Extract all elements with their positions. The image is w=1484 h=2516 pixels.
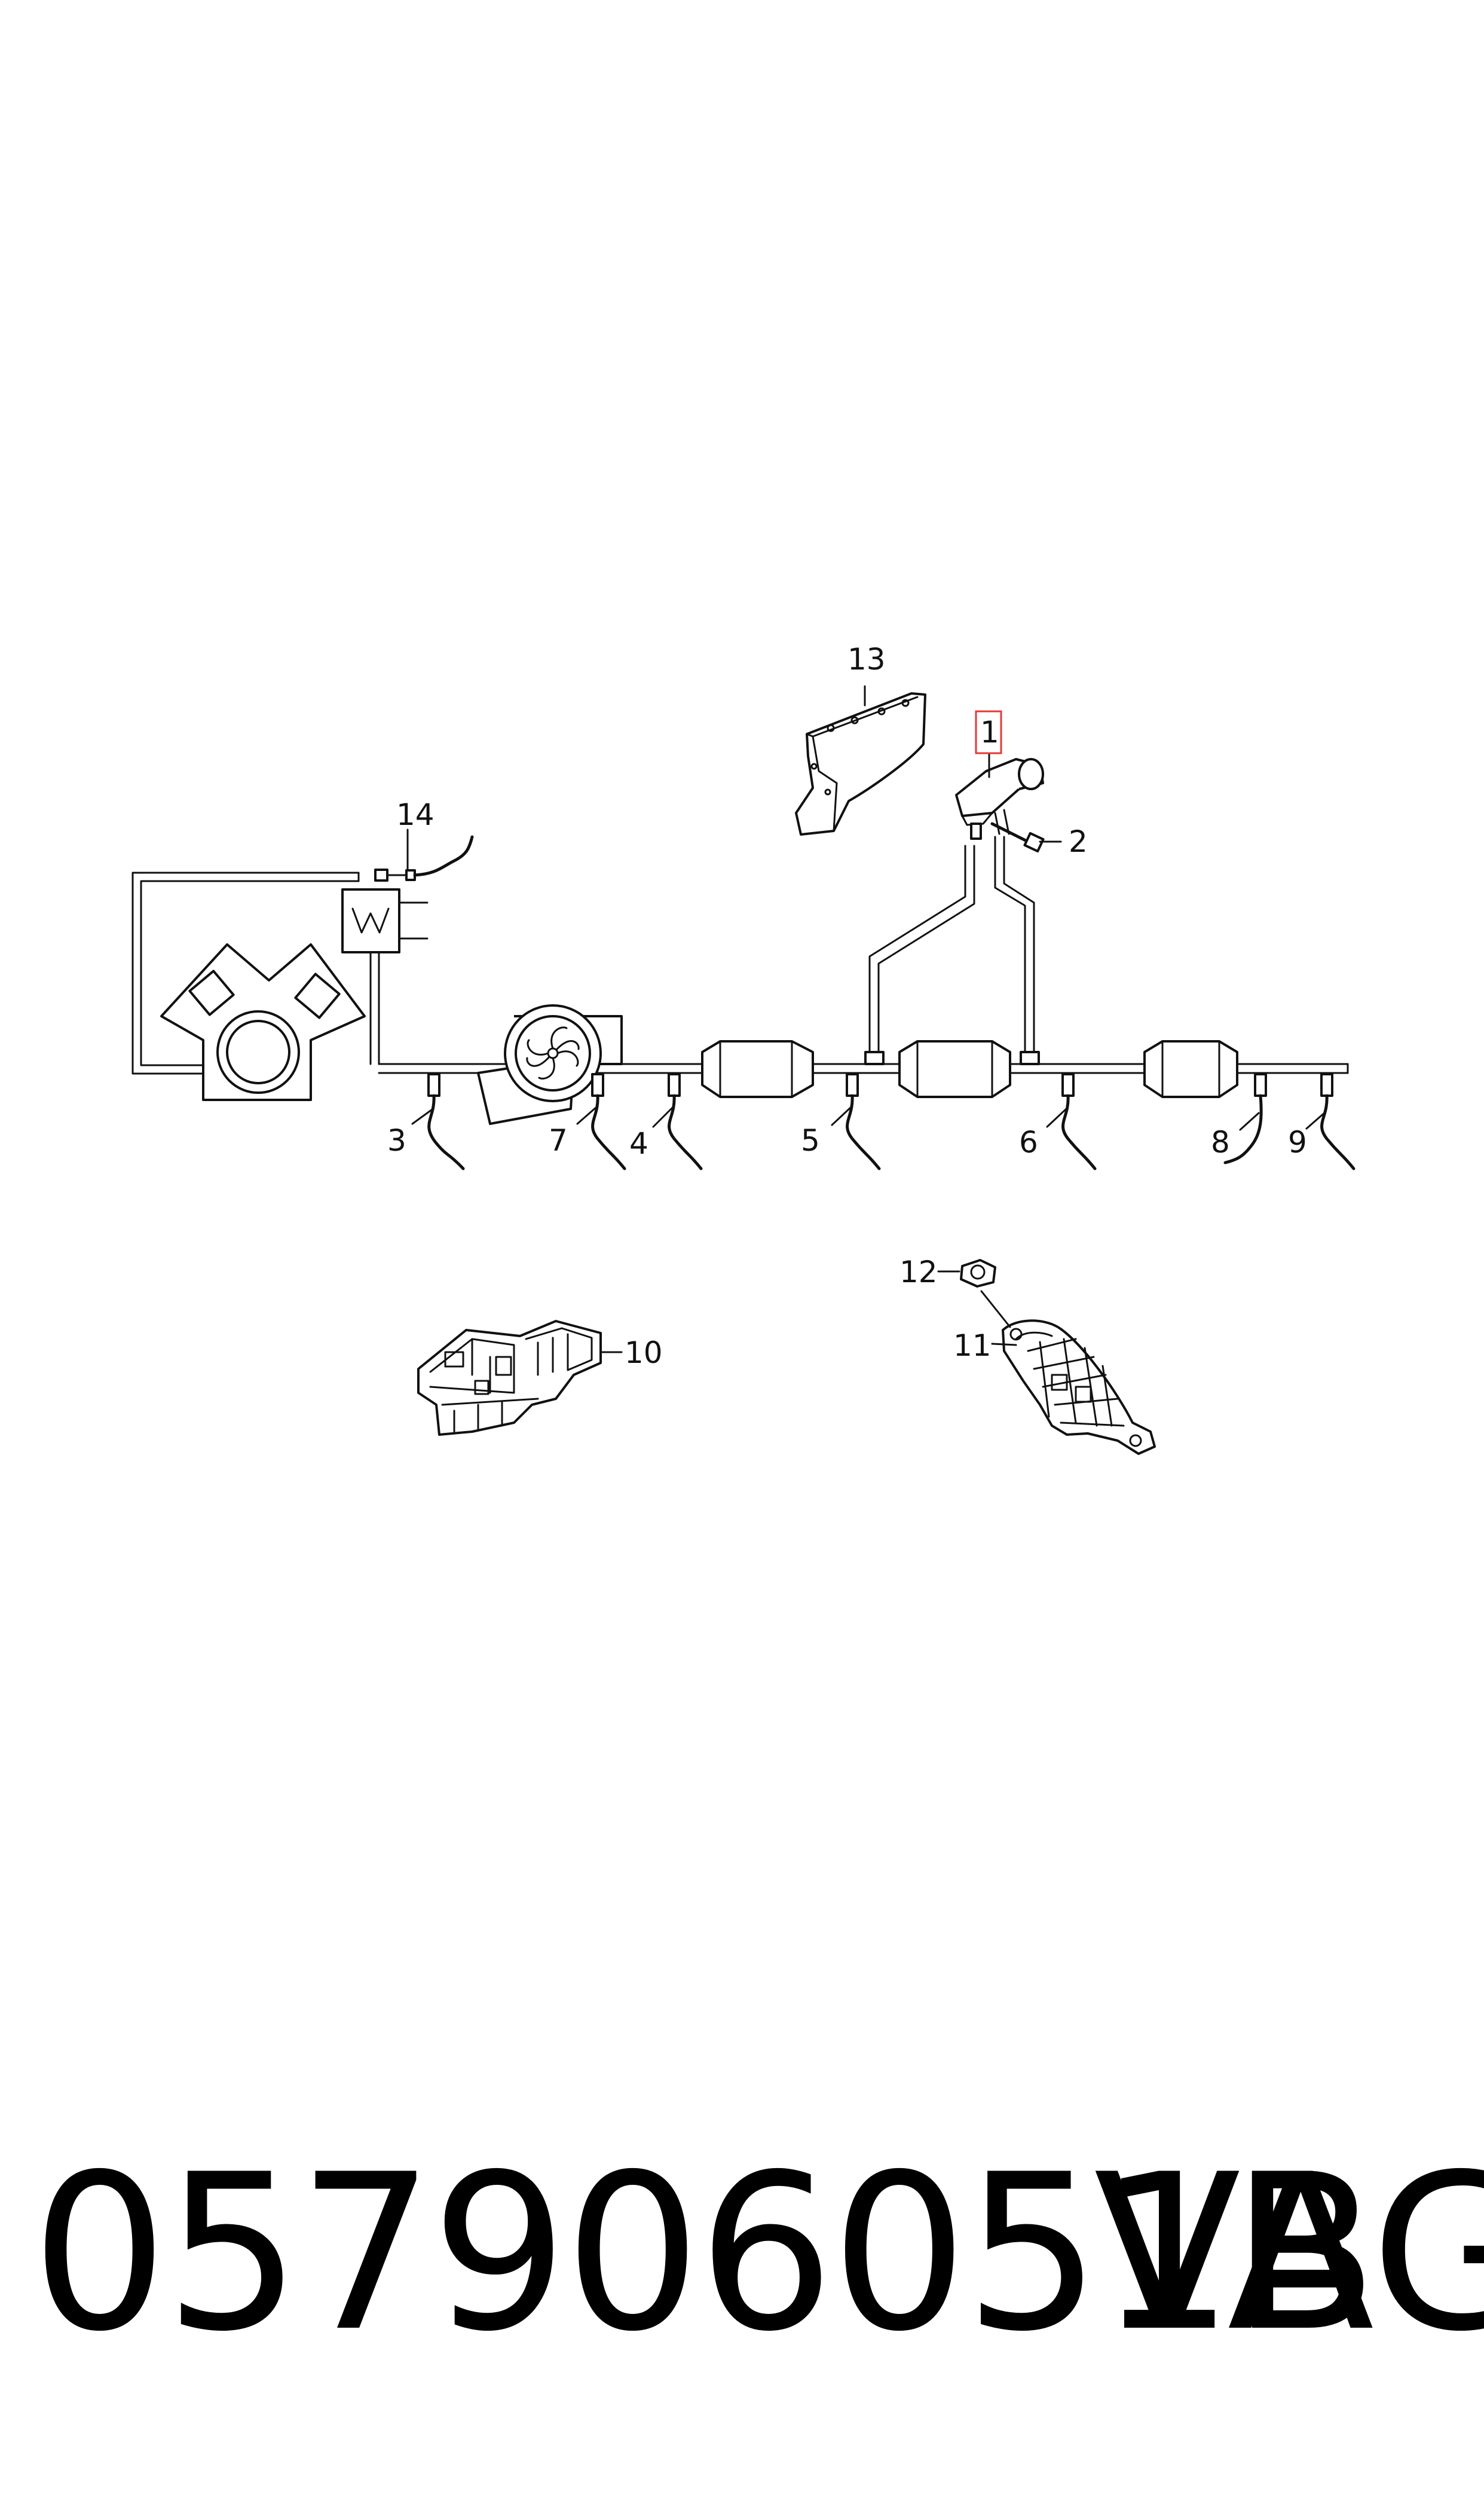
probe-5 <box>846 1073 881 1170</box>
callout-10: 10 <box>625 1335 663 1370</box>
callout-14: 14 <box>396 797 435 832</box>
probe-9 <box>1320 1073 1356 1170</box>
exhaust-sensor-diagram: 13 1 2 14 3 7 4 5 6 8 9 10 12 11 <box>131 642 1356 1455</box>
callout-11: 11 <box>953 1328 992 1363</box>
part-number: 057906051B <box>31 2128 1378 2379</box>
nut-12 <box>937 1259 996 1288</box>
catalytic-converter-3 <box>1143 1040 1238 1098</box>
v-engine <box>160 943 366 1101</box>
probe-4 <box>668 1073 703 1170</box>
catalytic-converter-2 <box>898 1040 1011 1098</box>
footer: 057906051B VAG <box>0 2128 1484 2379</box>
bracket-11 <box>980 1290 1156 1455</box>
callout-6: 6 <box>1019 1125 1038 1160</box>
leader-lines <box>406 685 1327 1131</box>
callout-4: 4 <box>629 1126 648 1161</box>
engine-frame <box>131 872 380 1075</box>
callout-1-highlight <box>975 710 1002 754</box>
heat-shield-13 <box>795 692 926 836</box>
callout-3: 3 <box>387 1123 406 1158</box>
pressure-lines <box>864 836 1040 1065</box>
callout-9: 9 <box>1288 1125 1307 1160</box>
callout-12: 12 <box>899 1255 938 1289</box>
callout-2: 2 <box>1069 824 1088 859</box>
heat-exchanger <box>341 869 429 953</box>
callout-13: 13 <box>847 642 886 677</box>
callout-8: 8 <box>1211 1125 1230 1160</box>
callout-1: 1 <box>980 715 999 750</box>
pressure-sensor-1 <box>955 758 1044 840</box>
probe-7 <box>591 1073 626 1170</box>
bracket-10 <box>417 1320 623 1436</box>
probe-3 <box>427 1073 465 1170</box>
screw-2 <box>990 822 1045 853</box>
brand-name: VAG <box>1094 2128 1484 2379</box>
callout-7: 7 <box>549 1123 568 1158</box>
temperature-sensor-14 <box>386 835 474 881</box>
turbocharger <box>477 1004 623 1125</box>
catalytic-converter-1 <box>701 1040 814 1098</box>
probe-8 <box>1223 1073 1267 1164</box>
callout-5: 5 <box>801 1123 820 1158</box>
probe-6 <box>1061 1073 1097 1170</box>
